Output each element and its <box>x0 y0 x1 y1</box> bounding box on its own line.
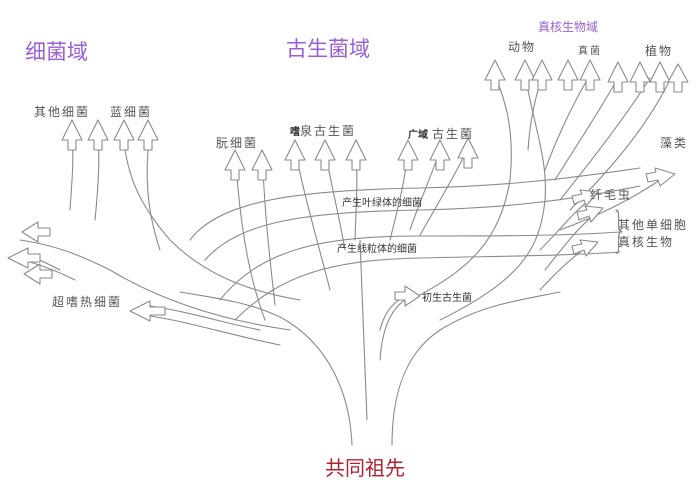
eukarya-limb-left <box>409 74 512 301</box>
arrowhead <box>87 119 109 151</box>
arrowhead-left <box>23 263 53 285</box>
chloroplast-band-top <box>189 167 641 241</box>
hyperthermophile-branch <box>149 305 261 331</box>
chloroplast-band-bottom <box>204 185 641 261</box>
arrowhead-protist <box>576 205 604 223</box>
label-plants: 植物 <box>645 44 674 58</box>
arrowhead-algae <box>645 167 676 187</box>
arrowhead <box>113 119 135 151</box>
arrowhead <box>484 59 506 91</box>
label-euryarchaea: 广域 古生菌 <box>408 125 474 143</box>
arrowhead <box>557 59 579 91</box>
arrowhead <box>137 119 159 151</box>
arrowhead <box>345 139 367 171</box>
arrowhead-protist <box>571 239 599 257</box>
bacteria-twig-4 <box>29 261 76 281</box>
hyperthermophile-branch-lower <box>149 315 281 346</box>
label-crenarchaea-prefix: 嗜 <box>290 127 300 138</box>
arrowhead <box>607 61 629 93</box>
arrowhead-primitive-archaea <box>394 285 421 307</box>
arrowheads <box>61 59 689 181</box>
arrowhead <box>284 139 306 171</box>
arrowhead <box>251 149 273 181</box>
label-chloroplast-bacteria: 产生叶绿体的细菌 <box>342 198 422 209</box>
mitochondria-band-top <box>219 231 621 301</box>
eukarya-fungi-limb-2 <box>554 77 619 181</box>
algae-limb <box>559 179 661 231</box>
bacteria-twig-2 <box>94 139 100 221</box>
bacteria-limb-inner <box>146 149 161 251</box>
arrowhead <box>667 63 689 93</box>
trunk-center-line <box>359 239 368 421</box>
label-fungi: 真菌 <box>578 46 602 57</box>
arrowhead <box>61 119 83 151</box>
arrowhead <box>629 61 651 93</box>
arrowhead <box>397 139 419 171</box>
arrowhead <box>457 137 479 169</box>
bacteria-limb-top <box>124 149 301 301</box>
arrowhead-ciliates <box>571 189 599 207</box>
trunk-right-edge <box>391 291 561 446</box>
label-cyanobacteria: 蓝细菌 <box>110 105 153 119</box>
label-mitochondria-bacteria: 产生线粒体的细菌 <box>337 244 417 255</box>
label-hyperthermophilic-bacteria: 超嗜热细菌 <box>52 295 123 309</box>
label-crenarchaea: 嗜泉古生菌 <box>290 122 356 140</box>
side-arrowheads <box>7 167 676 322</box>
domain-eukarya-title: 真核生物域 <box>538 20 599 34</box>
label-other-bacteria: 其他细菌 <box>34 105 91 119</box>
trunk-split <box>379 299 406 361</box>
arrowhead-hyperthermophile <box>129 300 166 322</box>
label-euryarchaea-prefix: 广域 <box>408 130 428 141</box>
bacteria-limb-bottom <box>19 239 291 331</box>
root-label-common-ancestor: 共同祖先 <box>325 456 405 480</box>
eukarya-fungi-limb <box>544 74 591 171</box>
domain-archaea-title: 古生菌域 <box>286 37 370 61</box>
label-ciliates: 纤毛虫 <box>590 188 633 202</box>
arrowhead <box>579 59 601 91</box>
trunk-left-edge <box>179 291 353 446</box>
mitochondria-band-bottom <box>234 251 621 321</box>
brace-icon: } <box>611 202 627 258</box>
domain-bacteria-title: 细菌域 <box>25 40 88 64</box>
label-other-unicellular-line1: 其他单细胞 <box>618 218 689 232</box>
arrowhead-left <box>21 221 51 243</box>
label-other-unicellular-line2: 真核生物 <box>618 235 675 249</box>
arrowhead <box>429 139 451 171</box>
eukarya-limb-right <box>439 74 546 321</box>
arrowhead <box>314 139 336 171</box>
arrowhead <box>224 149 246 181</box>
label-crenarchaea-name: 泉古生菌 <box>300 124 357 138</box>
eukarya-plant-limb <box>559 77 651 201</box>
label-algae: 藻类 <box>660 136 689 150</box>
arrowhead-left <box>7 247 41 269</box>
label-animals: 动物 <box>508 40 537 54</box>
arrowhead <box>649 61 671 93</box>
label-euryarchaea-name: 古生菌 <box>432 127 475 141</box>
label-primitive-archaea: 初生古生菌 <box>422 293 472 304</box>
arrowhead <box>514 59 536 91</box>
arrowhead <box>531 59 553 91</box>
label-nanoarchaea: 朊细菌 <box>216 136 259 150</box>
